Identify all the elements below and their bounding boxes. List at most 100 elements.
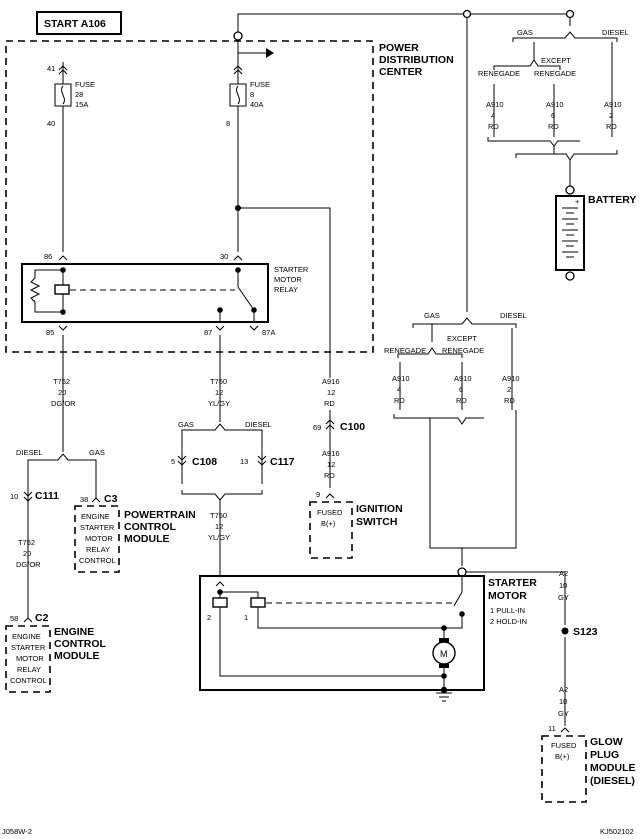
relay-pin-30: 30	[220, 252, 228, 261]
battery-w3-color: RD	[606, 122, 617, 131]
fuse28-element	[61, 85, 65, 105]
ecm-label-1: ENGINE	[54, 626, 94, 638]
a2-top-circuit: A2	[559, 569, 568, 578]
t750-join-bracket	[181, 490, 263, 501]
battery-w1-gauge: 4	[491, 111, 495, 120]
c100-connector	[325, 419, 335, 430]
a2-top-color: GY	[558, 593, 569, 602]
a916-bot-circuit: A916	[322, 449, 340, 458]
battery-w2-circuit: A910	[546, 100, 564, 109]
t752-split-bracket	[27, 453, 97, 464]
starter-bus-except-1: EXCEPT	[447, 334, 477, 343]
pcm-inner-4: RELAY	[86, 545, 110, 554]
battery-bus-renegade: RENEGADE	[478, 69, 520, 78]
ecm-inner-5: CONTROL	[10, 676, 47, 685]
fuse8-name: FUSE	[250, 80, 270, 89]
footer-right-code: KJ502102	[600, 827, 634, 836]
starter-feed-terminal	[457, 567, 467, 577]
t750-top-color: YL/GY	[208, 399, 230, 408]
pdc-label-2: DISTRIBUTION	[379, 54, 454, 66]
battery-bus-bracket	[512, 31, 618, 42]
relay-label-3: RELAY	[274, 285, 298, 294]
pdc-label-3: CENTER	[379, 66, 423, 78]
glow-connector	[560, 727, 570, 733]
starter-switch-out	[444, 614, 463, 629]
glow-label-1: GLOW	[590, 736, 623, 748]
ignition-label-1: IGNITION	[356, 503, 403, 515]
c117-name: C117	[270, 456, 295, 468]
ignition-box	[309, 501, 353, 559]
pcm-inner-3: MOTOR	[85, 534, 113, 543]
fuse28-num: 28	[75, 90, 83, 99]
ecm-label-2: CONTROL	[54, 638, 106, 650]
a916-wire-upper	[238, 207, 331, 378]
battery-neg-terminal	[565, 271, 575, 281]
pdc-arrow-head	[266, 48, 274, 58]
motor-brush-top	[439, 638, 449, 642]
fuse28-cav-out: 40	[47, 119, 55, 128]
starter-coil2-return	[219, 607, 444, 677]
pdc-box	[5, 40, 374, 353]
glow-pin: 11	[548, 724, 556, 733]
ignition-label-2: SWITCH	[356, 516, 397, 528]
relay-coil	[54, 284, 70, 295]
t750-top-gauge: 12	[215, 388, 223, 397]
starter-coil-1-label: 1	[244, 613, 248, 622]
t752-split-diesel: DIESEL	[16, 448, 43, 457]
bus-node-1	[462, 9, 472, 19]
a2-bot-color: GY	[558, 709, 569, 718]
pdc-terminal	[233, 31, 243, 41]
starter-join-bracket-1	[393, 414, 484, 425]
motor-ground-dot	[441, 673, 447, 679]
c117-connector	[257, 455, 267, 466]
ecm-inner-1: ENGINE	[12, 632, 41, 641]
a916-bot-gauge: 12	[327, 460, 335, 469]
starter-w1-circuit: A910	[392, 374, 410, 383]
a916-top-gauge: 12	[327, 388, 335, 397]
c2-pin: 58	[10, 614, 18, 623]
pcm-inner-2: STARTER	[80, 523, 115, 532]
splice-s123-dot	[561, 627, 569, 635]
fuse8-cav-out: 8	[226, 119, 230, 128]
c117-pin: 13	[240, 457, 248, 466]
relay-label-1: STARTER	[274, 265, 309, 274]
ecm-label-3: MODULE	[54, 650, 100, 662]
starter-join-bracket-2	[429, 542, 517, 549]
c111-connector	[23, 491, 33, 502]
battery-plus-sign: +	[575, 197, 580, 206]
starter-bus-renegade: RENEGADE	[384, 346, 426, 355]
c3-connector	[91, 497, 101, 503]
a916-bot-color: RD	[324, 471, 335, 480]
battery-pos-terminal	[565, 185, 575, 195]
starter-bus-bracket	[412, 317, 517, 328]
starter-coil1-return	[257, 607, 444, 629]
c3-pin: 38	[80, 495, 88, 504]
c3-name: C3	[104, 493, 118, 505]
c108-name: C108	[192, 456, 217, 468]
glow-inner-2: B(+)	[555, 752, 570, 761]
c111-name: C111	[35, 490, 59, 502]
relay-30-connector	[233, 255, 243, 261]
t750-split-bracket	[181, 423, 263, 434]
c111-pin: 10	[10, 492, 18, 501]
relay-pin-85: 85	[46, 328, 54, 337]
pdc-label-1: POWER	[379, 42, 419, 54]
battery-w1-color: RD	[488, 122, 499, 131]
a2-top-gauge: 10	[559, 581, 567, 590]
battery-body	[555, 195, 585, 271]
t752-bot-circuit: T752	[18, 538, 35, 547]
starter-w2-circuit: A910	[454, 374, 472, 383]
starter-input-connector	[215, 581, 225, 587]
relay-coil-wire	[34, 269, 63, 278]
battery-cells	[562, 207, 578, 258]
pcm-box	[74, 505, 120, 573]
battery-w3-gauge: 2	[609, 111, 613, 120]
ignition-inner-2: B(+)	[321, 519, 336, 528]
battery-bus-except-1: EXCEPT	[541, 56, 571, 65]
fuse8-connector	[233, 65, 243, 75]
battery-bus-diesel: DIESEL	[602, 28, 629, 37]
battery-label: BATTERY	[588, 194, 636, 206]
starter-w2-gauge: 6	[459, 385, 463, 394]
glow-box	[541, 735, 587, 803]
starter-bus-diesel: DIESEL	[500, 311, 527, 320]
